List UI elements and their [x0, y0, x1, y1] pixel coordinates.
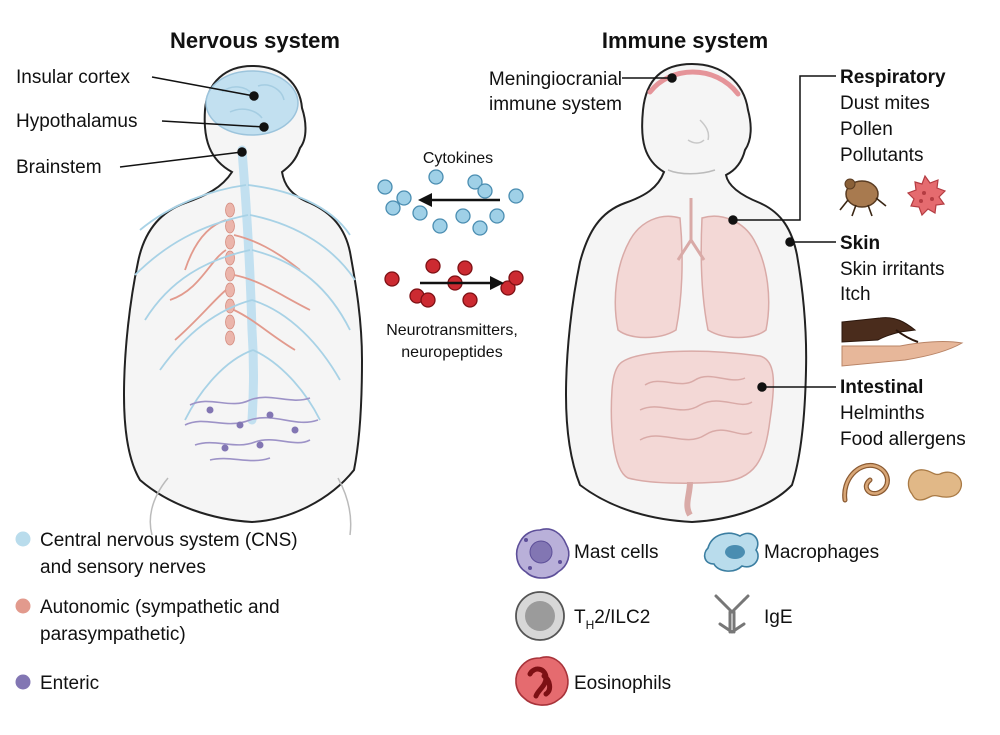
insular-cortex-label: Insular cortex [16, 67, 131, 88]
intestinal-heading: Intestinal [840, 377, 923, 398]
legend-cns-line2: and sensory nerves [40, 557, 206, 578]
skin-item: Itch [840, 284, 871, 305]
autonomic-chain [225, 202, 235, 346]
ige-antibody-icon [714, 594, 750, 634]
nervous-body-silhouette [122, 64, 364, 536]
neurotransmitter-arrow [420, 276, 504, 290]
neuropeptides-label: neuropeptides [401, 344, 502, 361]
legend-autonomic-line2: parasympathetic) [40, 624, 186, 645]
skin-heading: Skin [840, 233, 880, 254]
mast-cells-label: Mast cells [574, 542, 658, 563]
helminth-icon [842, 463, 890, 503]
meningeal-arc [647, 69, 741, 97]
eosinophil-icon [515, 656, 569, 706]
enteric-plexus [184, 396, 319, 462]
respiratory-item: Dust mites [840, 93, 930, 114]
pollen-icon [906, 174, 947, 217]
eosinophils-label: Eosinophils [574, 673, 671, 694]
mast-cell-icon [515, 528, 570, 579]
macrophages-label: Macrophages [764, 542, 879, 563]
cytokine-arrow [418, 193, 500, 207]
nervous-system-title: Nervous system [170, 28, 340, 53]
intestines-icon [610, 350, 775, 517]
cytokine-molecules [377, 169, 524, 236]
respiratory-item: Pollutants [840, 145, 923, 166]
lungs-icon [614, 198, 770, 339]
nervous-pointer-lines [119, 76, 269, 168]
legend-enteric-line1: Enteric [40, 673, 99, 694]
spinal-cord [237, 145, 258, 425]
meningeal-label-line1: Meningiocranial [489, 69, 622, 90]
immune-pointer-lines [622, 73, 836, 392]
brain-icon [205, 70, 299, 136]
ige-label: IgE [764, 607, 793, 628]
legend-autonomic: Autonomic (sympathetic and parasympathet… [15, 597, 280, 645]
legend-cns: Central nervous system (CNS) and sensory… [15, 530, 298, 578]
hypothalamus-label: Hypothalamus [16, 111, 137, 132]
scratching-hand-icon [841, 317, 964, 367]
intestinal-item: Helminths [840, 403, 924, 424]
peanut-icon [907, 469, 963, 501]
legend-enteric: Enteric [15, 673, 99, 694]
cytokines-label: Cytokines [423, 150, 493, 167]
neurotransmitters-label: Neurotransmitters, [386, 322, 518, 339]
sensory-nerves [134, 184, 356, 421]
skin-item: Skin irritants [840, 259, 945, 280]
th2-label: TH2/ILC2 [574, 607, 650, 632]
macrophage-icon [703, 532, 759, 572]
meningeal-label-line2: immune system [489, 94, 622, 115]
dust-mite-icon [839, 178, 887, 217]
immune-system-title: Immune system [602, 28, 768, 53]
legend-autonomic-line1: Autonomic (sympathetic and [40, 597, 280, 618]
legend-cns-line1: Central nervous system (CNS) [40, 530, 298, 551]
th2-cell-icon [515, 591, 565, 641]
intestinal-item: Food allergens [840, 429, 966, 450]
respiratory-item: Pollen [840, 119, 893, 140]
brainstem-label: Brainstem [16, 157, 102, 178]
respiratory-heading: Respiratory [840, 67, 946, 88]
